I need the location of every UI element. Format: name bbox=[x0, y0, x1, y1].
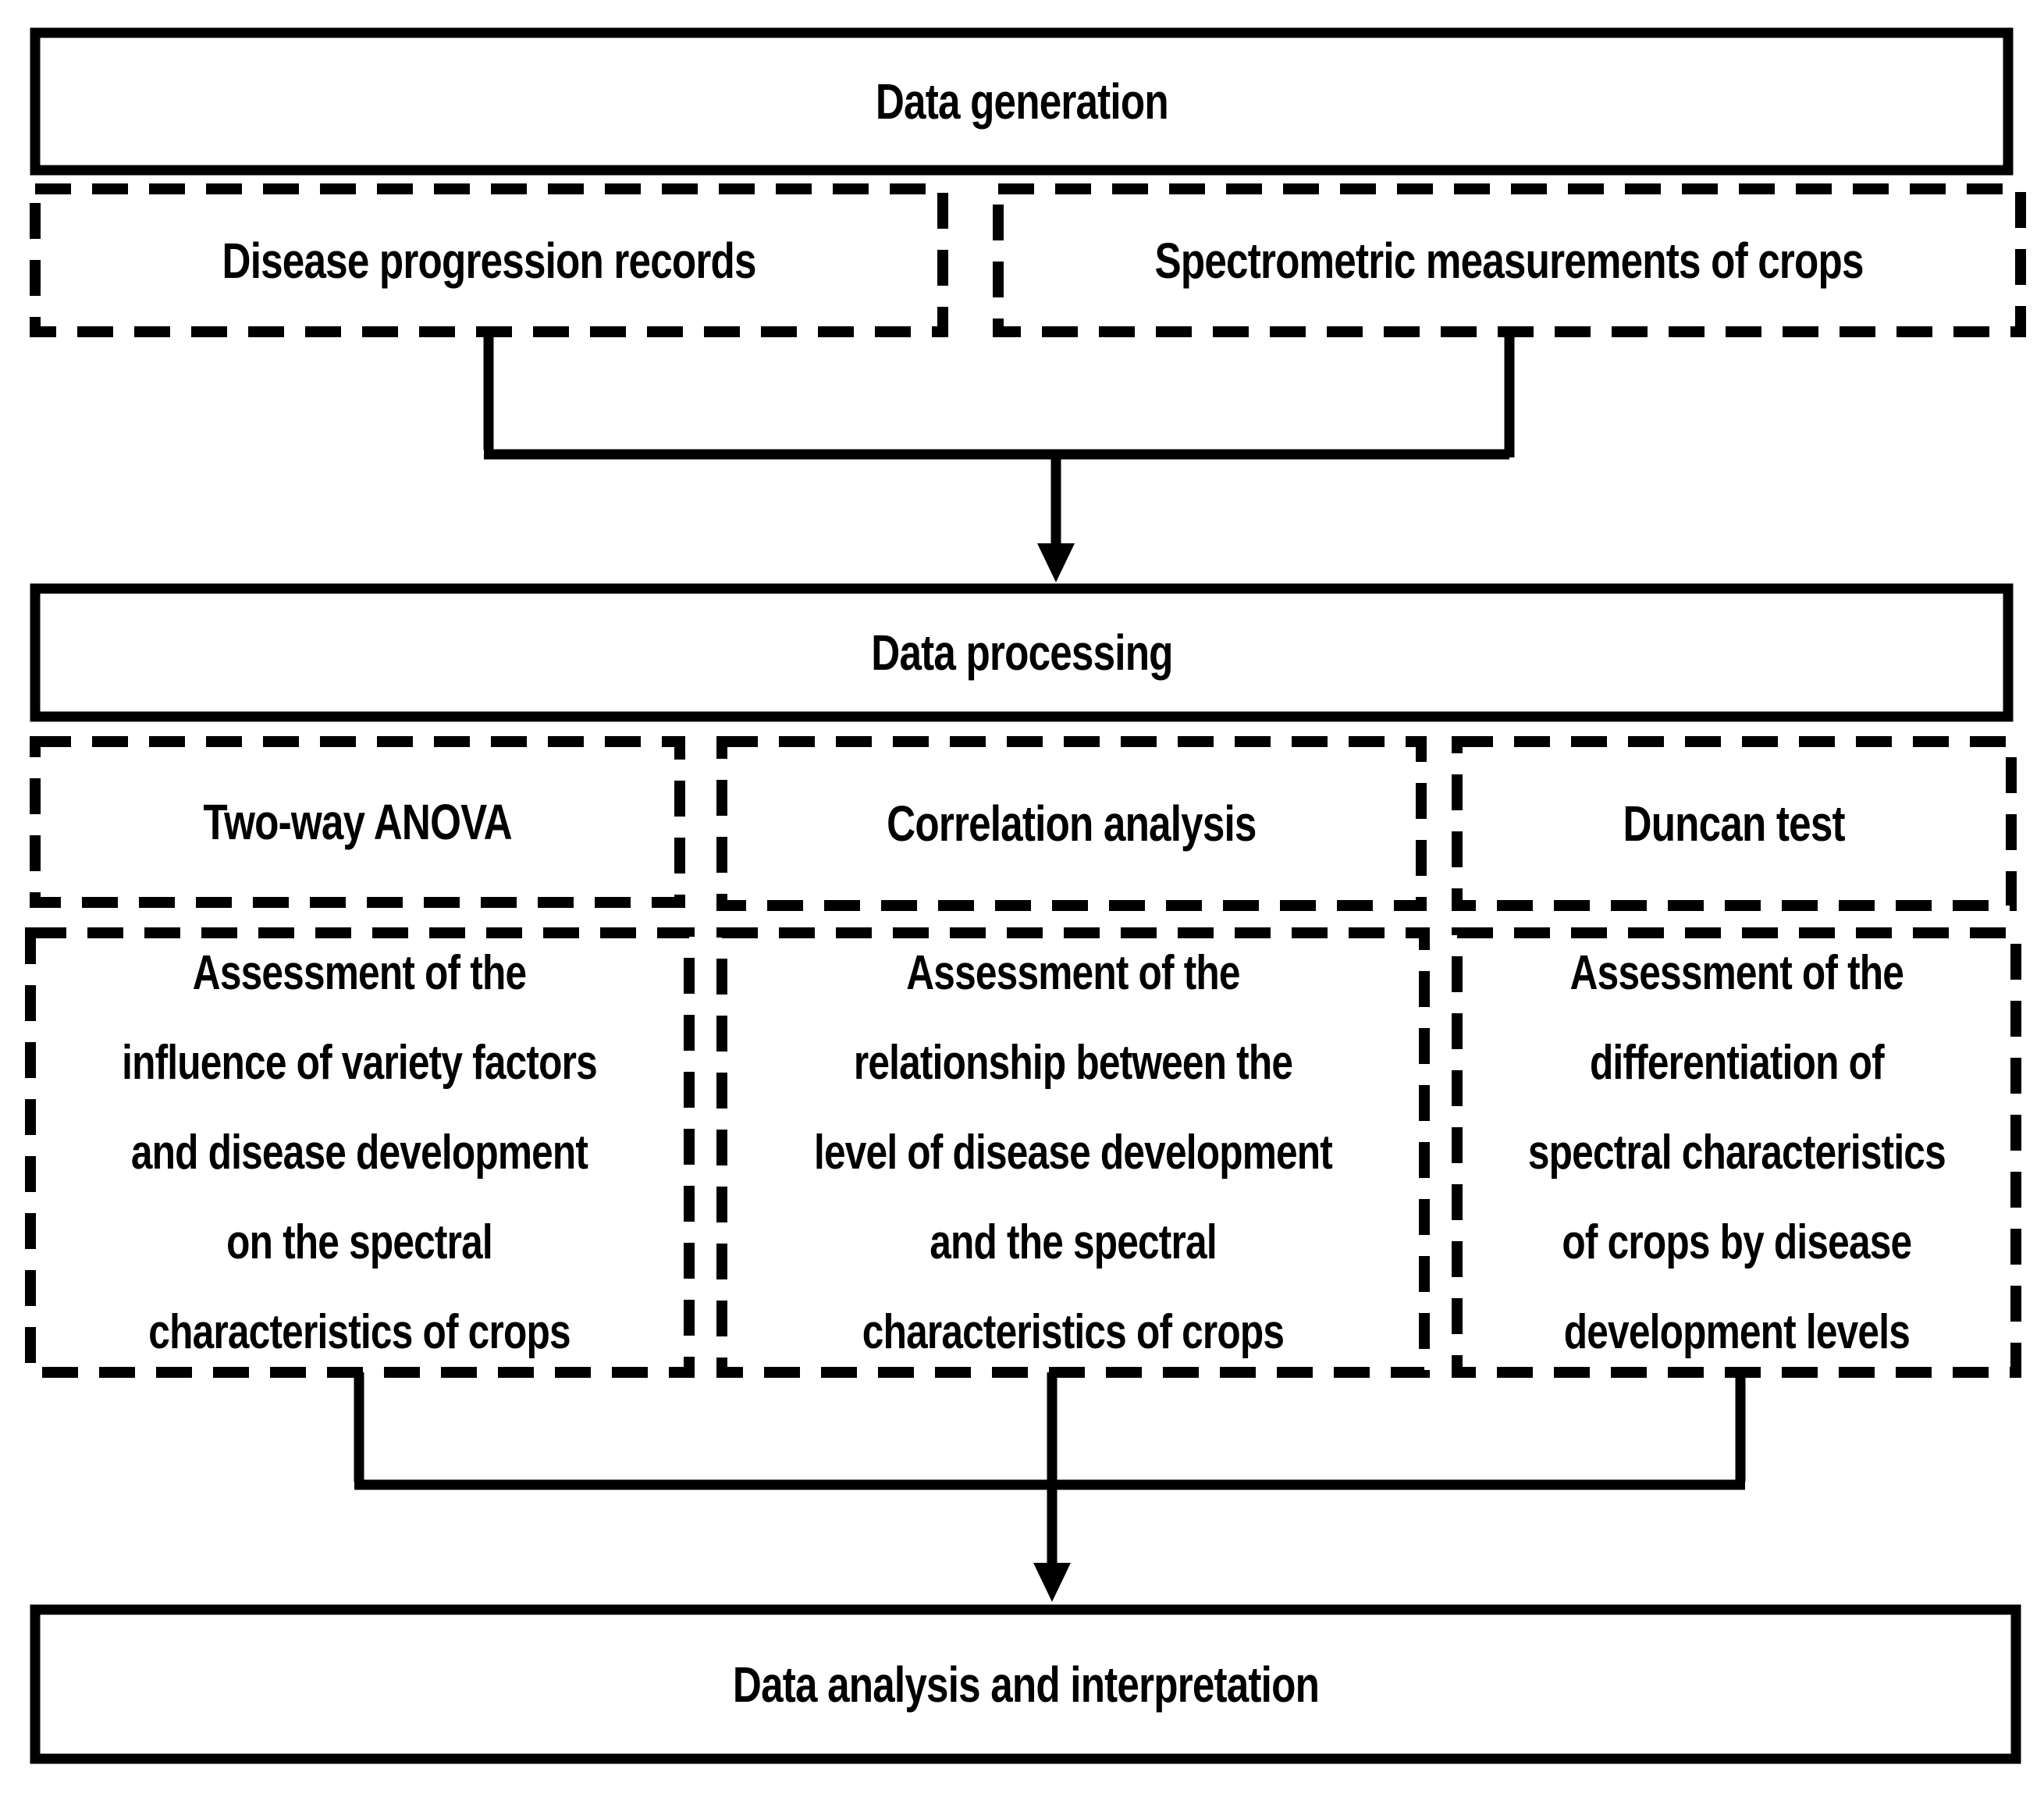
data-analysis-box-border bbox=[30, 1604, 2021, 1764]
assessment-differentiation-line: development levels bbox=[1563, 1305, 1910, 1359]
assessment-differentiation-line: of crops by disease bbox=[1562, 1215, 1912, 1269]
two-way-anova-box: Two-way ANOVA bbox=[30, 736, 685, 908]
assessment-relationship-line: level of disease development bbox=[813, 1126, 1333, 1180]
data-processing-box-border bbox=[30, 583, 2014, 722]
assessment-variety-line: on the spectral bbox=[226, 1215, 494, 1269]
correlation-analysis-box-border bbox=[716, 736, 1427, 911]
assessment-variety-text: Assessment of the influence of variety f… bbox=[122, 928, 599, 1377]
assessment-differentiation-line: Assessment of the bbox=[1569, 946, 1904, 1000]
spectrometric-label: Spectrometric measurements of crops bbox=[1154, 232, 1864, 289]
duncan-test-box-border bbox=[1452, 736, 2017, 911]
assessment-variety-line: characteristics of crops bbox=[148, 1305, 571, 1359]
assessment-relationship-line: and the spectral bbox=[930, 1215, 1217, 1269]
assessment-relationship-box: Assessment of the relationship between t… bbox=[716, 927, 1430, 1378]
data-generation-box-border bbox=[30, 27, 2014, 176]
spectrometric-box-border bbox=[993, 183, 2026, 337]
assessment-relationship-box-border bbox=[716, 927, 1430, 1378]
arrowhead-to-data-processing bbox=[1037, 543, 1075, 582]
data-analysis-box: Data analysis and interpretation bbox=[30, 1604, 2021, 1764]
data-processing-box: Data processing bbox=[30, 583, 2014, 722]
assessment-differentiation-box: Assessment of the differentiation of spe… bbox=[1452, 927, 2021, 1378]
assessment-relationship-line: relationship between the bbox=[853, 1036, 1293, 1090]
assessment-differentiation-text: Assessment of the differentiation of spe… bbox=[1528, 928, 1946, 1377]
data-processing-label: Data processing bbox=[870, 625, 1173, 681]
data-analysis-label: Data analysis and interpretation bbox=[732, 1656, 1319, 1713]
connector-assessments-to-analysis bbox=[354, 1372, 1746, 1566]
duncan-test-label: Duncan test bbox=[1623, 795, 1846, 852]
assessment-relationship-line: characteristics of crops bbox=[862, 1305, 1285, 1359]
spectrometric-box: Spectrometric measurements of crops bbox=[993, 183, 2026, 337]
assessment-differentiation-line: differentiation of bbox=[1589, 1036, 1885, 1090]
assessment-relationship-line: Assessment of the bbox=[906, 946, 1240, 1000]
assessment-variety-box: Assessment of the influence of variety f… bbox=[25, 927, 695, 1378]
disease-progression-box: Disease progression records bbox=[30, 183, 948, 337]
correlation-analysis-box: Correlation analysis bbox=[716, 736, 1427, 911]
assessment-variety-line: influence of variety factors bbox=[122, 1036, 599, 1090]
two-way-anova-label: Two-way ANOVA bbox=[203, 794, 512, 850]
duncan-test-box: Duncan test bbox=[1452, 736, 2017, 911]
disease-progression-box-border bbox=[30, 183, 948, 337]
assessment-differentiation-line: spectral characteristics bbox=[1527, 1126, 1946, 1180]
data-generation-box: Data generation bbox=[30, 27, 2014, 176]
assessment-relationship-text: Assessment of the relationship between t… bbox=[813, 928, 1333, 1377]
assessment-variety-line: and disease development bbox=[131, 1126, 588, 1180]
correlation-analysis-label: Correlation analysis bbox=[887, 795, 1257, 852]
assessment-variety-line: Assessment of the bbox=[193, 946, 527, 1000]
disease-progression-label: Disease progression records bbox=[222, 232, 756, 289]
connector-generation-to-processing bbox=[483, 336, 1515, 548]
data-generation-label: Data generation bbox=[875, 73, 1169, 130]
arrowhead-to-data-analysis bbox=[1033, 1563, 1071, 1602]
